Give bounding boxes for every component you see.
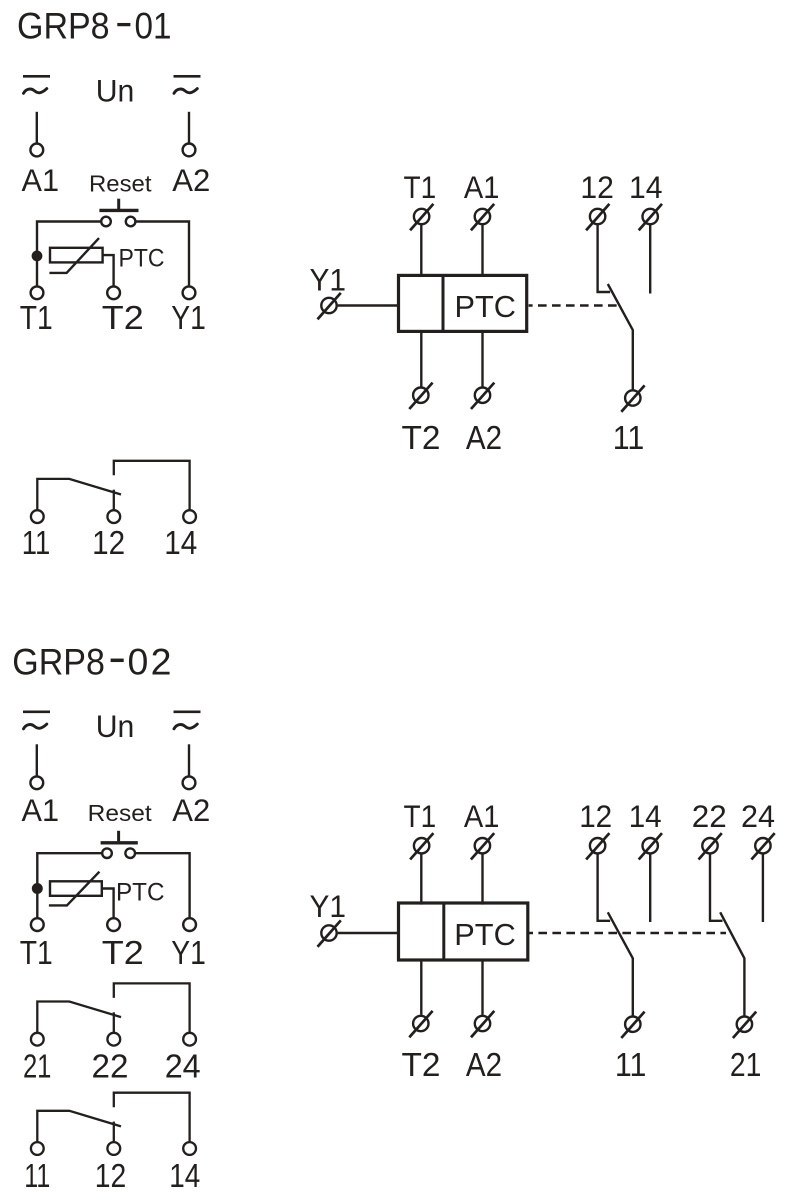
svg-text:A1: A1 — [464, 798, 500, 834]
svg-text:14: 14 — [629, 169, 663, 205]
svg-text:21: 21 — [730, 1046, 762, 1083]
svg-text:12: 12 — [579, 798, 612, 834]
svg-text:01: 01 — [135, 4, 172, 46]
svg-text:11: 11 — [613, 419, 645, 456]
svg-text:22: 22 — [92, 1047, 129, 1084]
svg-text:T1: T1 — [20, 299, 53, 336]
svg-text:A1: A1 — [22, 162, 60, 198]
svg-text:T2: T2 — [102, 934, 144, 971]
svg-text:T1: T1 — [404, 169, 437, 205]
svg-text:A2: A2 — [172, 792, 210, 828]
svg-text:Y1: Y1 — [171, 934, 206, 971]
svg-text:PTC: PTC — [455, 289, 517, 324]
svg-text:PTC: PTC — [119, 244, 165, 272]
svg-text:11: 11 — [615, 1046, 647, 1083]
svg-text:Un: Un — [96, 72, 135, 108]
svg-text:A2: A2 — [466, 419, 502, 456]
svg-text:Y1: Y1 — [310, 888, 347, 924]
svg-text:12: 12 — [95, 1157, 127, 1194]
svg-text:Y1: Y1 — [310, 262, 347, 298]
svg-text:PTC: PTC — [454, 917, 516, 952]
svg-text:11: 11 — [24, 1157, 50, 1194]
svg-text:PTC: PTC — [116, 878, 165, 906]
svg-text:12: 12 — [580, 169, 614, 205]
svg-text:A1: A1 — [464, 169, 500, 205]
svg-text:24: 24 — [741, 798, 775, 834]
svg-text:Un: Un — [96, 708, 135, 744]
svg-text:A2: A2 — [466, 1046, 502, 1083]
svg-text:22: 22 — [692, 798, 727, 834]
svg-text:A1: A1 — [22, 792, 60, 828]
svg-text:T2: T2 — [402, 419, 441, 456]
svg-text:14: 14 — [164, 524, 197, 561]
svg-text:14: 14 — [169, 1157, 200, 1194]
svg-text:T2: T2 — [102, 299, 144, 336]
svg-text:24: 24 — [165, 1047, 201, 1084]
svg-text:11: 11 — [22, 524, 51, 561]
svg-text:GRP8: GRP8 — [17, 4, 110, 46]
svg-text:A2: A2 — [172, 162, 210, 198]
svg-text:02: 02 — [128, 641, 172, 683]
svg-text:T2: T2 — [402, 1046, 441, 1083]
svg-text:GRP8: GRP8 — [12, 641, 105, 683]
svg-text:Y1: Y1 — [171, 299, 206, 336]
svg-text:12: 12 — [92, 524, 125, 561]
svg-text:T1: T1 — [404, 798, 437, 834]
svg-text:21: 21 — [23, 1047, 52, 1084]
svg-text:T1: T1 — [20, 934, 53, 971]
svg-text:Reset: Reset — [89, 170, 152, 196]
svg-text:14: 14 — [629, 798, 662, 834]
svg-text:Reset: Reset — [88, 800, 152, 826]
